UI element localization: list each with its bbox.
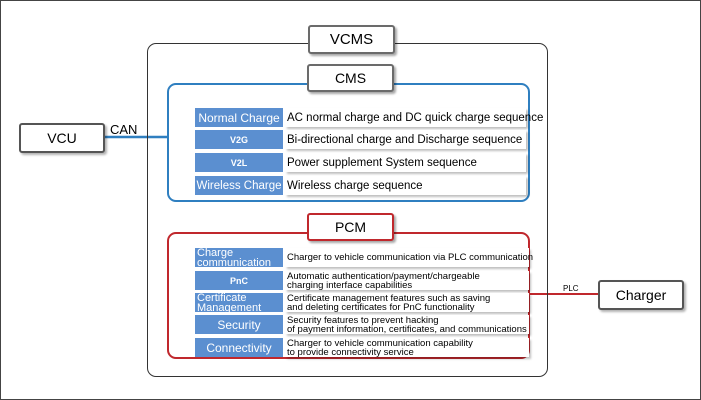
pcm-row-label: Certificate Management bbox=[195, 291, 283, 314]
cms-row-label: V2L bbox=[195, 153, 283, 172]
pcm-row-label-line2: communication bbox=[197, 256, 271, 269]
cms-row-label: Wireless Charge bbox=[195, 176, 283, 195]
pcm-row-label: Connectivity bbox=[195, 338, 283, 357]
pcm-row-desc-line1: Charger to vehicle communication capabil… bbox=[287, 337, 473, 349]
pcm-row-desc: Charger to vehicle communication capabil… bbox=[285, 338, 529, 357]
pcm-title: PCM bbox=[307, 213, 394, 241]
pcm-row-desc-line1: Certificate management features such as … bbox=[287, 292, 491, 304]
cms-row-desc: AC normal charge and DC quick charge seq… bbox=[285, 108, 543, 127]
cms-title: CMS bbox=[307, 64, 394, 92]
cms-row-label: Normal Charge bbox=[195, 108, 283, 127]
pcm-row-desc: Certificate management features such as … bbox=[285, 293, 529, 312]
cms-row-desc: Wireless charge sequence bbox=[285, 176, 526, 195]
pcm-row-desc: Charger to vehicle communication via PLC… bbox=[285, 248, 533, 267]
pcm-row-desc: Automatic authentication/payment/chargea… bbox=[285, 271, 529, 290]
pcm-row-desc-line1: Security features to prevent hacking bbox=[287, 314, 439, 326]
pcm-row-label: PnC bbox=[195, 271, 283, 290]
vcms-title: VCMS bbox=[308, 25, 395, 54]
pcm-row-desc-line2: of payment information, certificates, an… bbox=[287, 323, 527, 335]
pcm-row-desc-line2: to provide connectivity service bbox=[287, 346, 414, 358]
vcu-block: VCU bbox=[19, 123, 105, 153]
plc-link-label: PLC bbox=[563, 284, 579, 293]
pcm-row-desc-line1: Charger to vehicle communication via PLC… bbox=[287, 252, 534, 263]
charger-block: Charger bbox=[598, 280, 684, 310]
pcm-row-desc-line2: and deleting certificates for PnC functi… bbox=[287, 301, 475, 313]
cms-row-desc: Bi-directional charge and Discharge sequ… bbox=[285, 130, 526, 149]
pcm-row-label-line2: Management bbox=[197, 301, 262, 314]
pcm-row-desc: Security features to prevent hacking of … bbox=[285, 315, 529, 334]
pcm-row-label: Security bbox=[195, 315, 283, 334]
pcm-row-desc-line2: charging interface capabilities bbox=[287, 279, 413, 291]
pcm-row-label: Charge communication bbox=[195, 246, 283, 269]
can-link-label: CAN bbox=[110, 122, 138, 137]
pcm-row-desc-line1: Automatic authentication/payment/chargea… bbox=[287, 270, 480, 282]
cms-row-label: V2G bbox=[195, 130, 283, 149]
pcm-row-label-line1: Charge bbox=[197, 246, 234, 259]
cms-row-desc: Power supplement System sequence bbox=[285, 153, 526, 172]
pcm-row-label-line1: Certificate bbox=[197, 291, 247, 304]
